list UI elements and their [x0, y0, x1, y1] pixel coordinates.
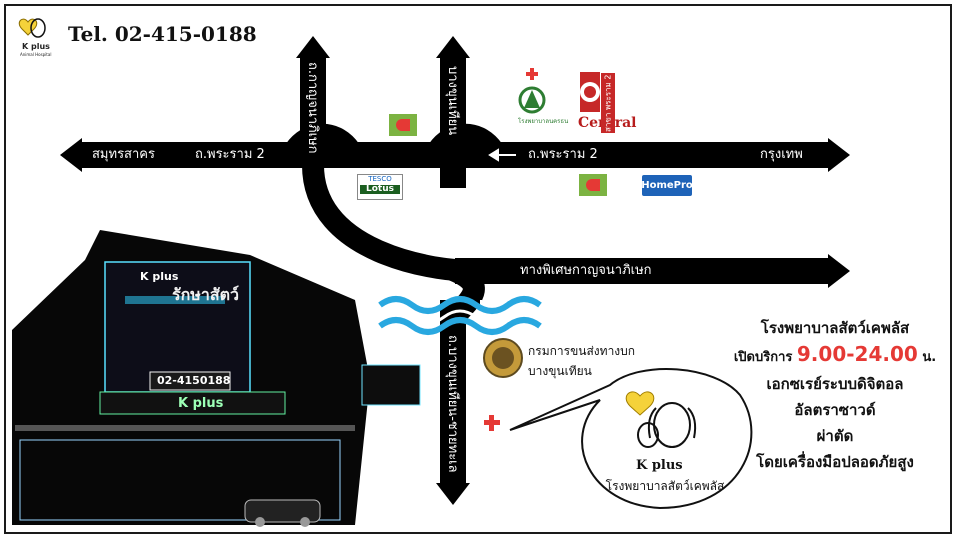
south-road	[436, 300, 470, 505]
road-label-south: ถ.บางขุนเทียน-ชายทะเล	[445, 335, 460, 473]
central-branch-label: สาขา พระราม 2	[601, 73, 615, 133]
north-road	[436, 36, 470, 188]
dlt-line2: บางขุนเทียน	[528, 364, 592, 378]
heart-icon	[18, 18, 46, 38]
bigc-logo-north	[389, 114, 417, 136]
map-frame	[4, 4, 952, 534]
service-ultrasound: อัลตราซาวด์	[794, 401, 876, 419]
opening-hours: เปิดบริการ 9.00-24.00 น.	[715, 341, 955, 371]
open-label: เปิดบริการ	[733, 350, 793, 365]
logo-subtitle: Animal Hospital	[20, 52, 52, 57]
nakornthon-logo	[518, 68, 546, 114]
hours-value: 9.00-24.00	[796, 342, 918, 366]
road-label-rama2-west: ถ.พระราม 2	[195, 147, 265, 162]
dlt-line1: กรมการขนส่งทางบก	[528, 344, 636, 358]
hospital-name: โรงพยาบาลสัตว์เคพลัส	[760, 319, 910, 337]
cross-icon	[484, 415, 500, 431]
building-sign-bottom: K plus	[178, 396, 224, 411]
road-label-east: กรุงเทพ	[760, 147, 803, 162]
road-label-kanchanaphisek: ถ.กาญจนาภิเษก	[305, 62, 320, 154]
speech-bubble	[509, 368, 753, 510]
interchange-loops	[285, 123, 503, 326]
dog-icon	[637, 402, 697, 448]
lotus-label: Lotus	[360, 185, 400, 194]
building-sign-top: K plus	[140, 270, 179, 283]
arrow-left-icon	[488, 148, 516, 162]
hours-unit: น.	[922, 350, 937, 365]
dlt-label: กรมการขนส่งทางบก บางขุนเทียน	[528, 341, 635, 381]
service-surgery: ผ่าตัด	[816, 427, 854, 445]
bubble-brand-text: K plus	[636, 458, 683, 473]
tesco-label: TESCO	[368, 175, 392, 183]
road-label-rama2-east: ถ.พระราม 2	[528, 147, 598, 162]
heart-icon	[625, 391, 655, 416]
building-sign-main: รักษาสัตว์	[172, 285, 239, 304]
hospital-info: โรงพยาบาลสัตว์เคพลัส เปิดบริการ 9.00-24.…	[715, 315, 955, 475]
hospital-building	[12, 230, 421, 527]
road-label-north: บางขุนเทียน	[445, 66, 460, 136]
nakornthon-label: โรงพยาบาลนครธน	[518, 118, 569, 125]
bubble-brand: K plus	[636, 458, 683, 473]
bubble-hospital-name: โรงพยาบาลสัตว์เคพลัส	[605, 479, 725, 493]
kplus-header-logo: K plus Animal Hospital	[18, 14, 58, 60]
tesco-lotus-logo: TESCO Lotus	[357, 174, 403, 200]
building-sign-phone: 02-4150188	[157, 374, 231, 387]
homepro-logo: HomePro	[641, 175, 693, 196]
expressway-road	[455, 254, 850, 288]
road-label-expressway: ทางพิเศษกาญจนาภิเษก	[520, 263, 652, 278]
road-label-west: สมุทรสาคร	[92, 147, 155, 162]
water-wave-icon	[378, 296, 542, 335]
phone-number: Tel. 02-415-0188	[68, 22, 257, 46]
service-equipment: โดยเครื่องมือปลอดภัยสูง	[756, 453, 914, 471]
service-xray: เอกซเรย์ระบบดิจิตอล	[766, 375, 904, 393]
bigc-logo-south	[579, 174, 607, 196]
logo-brand: K plus	[22, 42, 50, 51]
dlt-seal-icon	[483, 338, 523, 378]
central-logo	[580, 72, 600, 112]
